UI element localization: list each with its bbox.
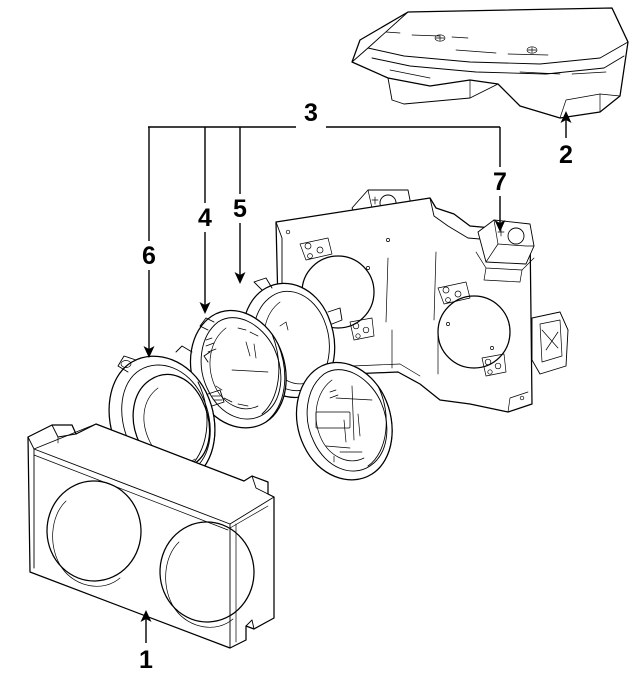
callout-7-label: 7 xyxy=(493,168,507,196)
callout-6-label: 6 xyxy=(142,242,156,270)
adjuster-pad-upper-left xyxy=(299,237,333,261)
callout-5-label: 5 xyxy=(233,195,247,223)
callout-4-label: 4 xyxy=(198,204,212,232)
callout-7-group: 7 xyxy=(493,127,507,232)
part-7-headlamp-adjuster-bracket xyxy=(475,219,535,283)
headlamp-mounting-panel xyxy=(275,189,569,413)
callout-6-group: 6 xyxy=(142,127,156,358)
callout-5-group: 5 xyxy=(233,127,247,284)
adjuster-pad-upper-right xyxy=(437,281,471,305)
callout-3-label-mask xyxy=(296,100,326,130)
callout-1-label: 1 xyxy=(139,646,153,674)
part-2-upper-trim-cover-panel xyxy=(351,7,629,119)
sealed-beam-headlamp-inner xyxy=(295,361,393,481)
callout-2-group: 2 xyxy=(559,111,573,169)
adjuster-pad-lower-left xyxy=(349,317,375,341)
adjuster-pad-lower-right xyxy=(481,353,507,377)
side-connector-box xyxy=(531,311,569,375)
callout-2-label: 2 xyxy=(559,141,573,169)
callout-3-group: 3 3 xyxy=(148,99,500,130)
part-1-headlamp-bezel xyxy=(27,423,275,649)
callout-1-group: 1 xyxy=(139,610,153,674)
callout-3-label-visible: 3 xyxy=(304,99,318,127)
callout-4-group: 4 xyxy=(198,127,212,314)
part-4-sealed-beam-headlamp-outer xyxy=(189,309,287,429)
